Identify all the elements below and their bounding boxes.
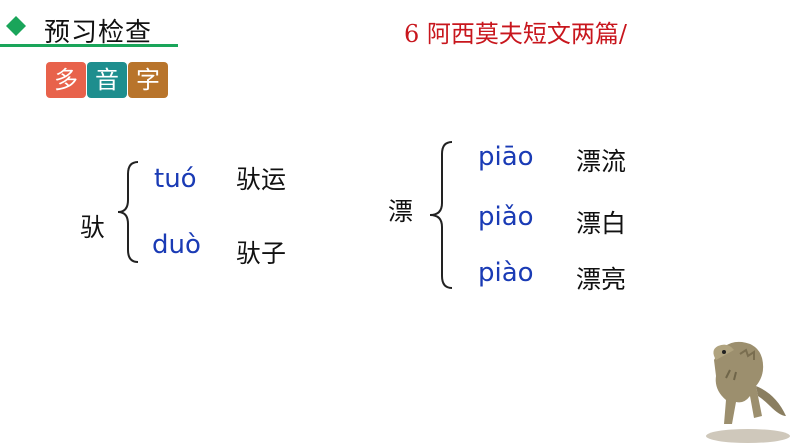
example-word: 漂白: [576, 209, 627, 238]
example-word: 驮子: [236, 239, 287, 268]
pinyin-reading: tuó: [154, 164, 197, 194]
example-word: 驮运: [236, 165, 287, 194]
title-underline: [0, 44, 178, 47]
brace-icon: [117, 161, 139, 263]
pinyin-reading: piào: [478, 258, 534, 288]
lesson-title: 6 阿西莫夫短文两篇/: [404, 20, 627, 48]
brace-icon: [429, 141, 453, 289]
example-word: 漂亮: [576, 265, 627, 294]
polyphone-char-piao: 漂: [388, 197, 414, 226]
badge-tile-yin: 音: [87, 62, 127, 98]
pinyin-reading: piāo: [478, 142, 534, 172]
section-title: 预习检查: [44, 18, 153, 48]
polyphone-char-tuo: 驮: [80, 213, 106, 242]
dinosaur-illustration: [706, 341, 790, 443]
pinyin-reading: duò: [152, 230, 201, 260]
badge-tile-duo: 多: [46, 62, 86, 98]
pinyin-reading: piǎo: [478, 202, 534, 232]
example-word: 漂流: [576, 147, 627, 176]
diamond-bullet-icon: [6, 16, 26, 36]
badge-tile-zi: 字: [128, 62, 168, 98]
